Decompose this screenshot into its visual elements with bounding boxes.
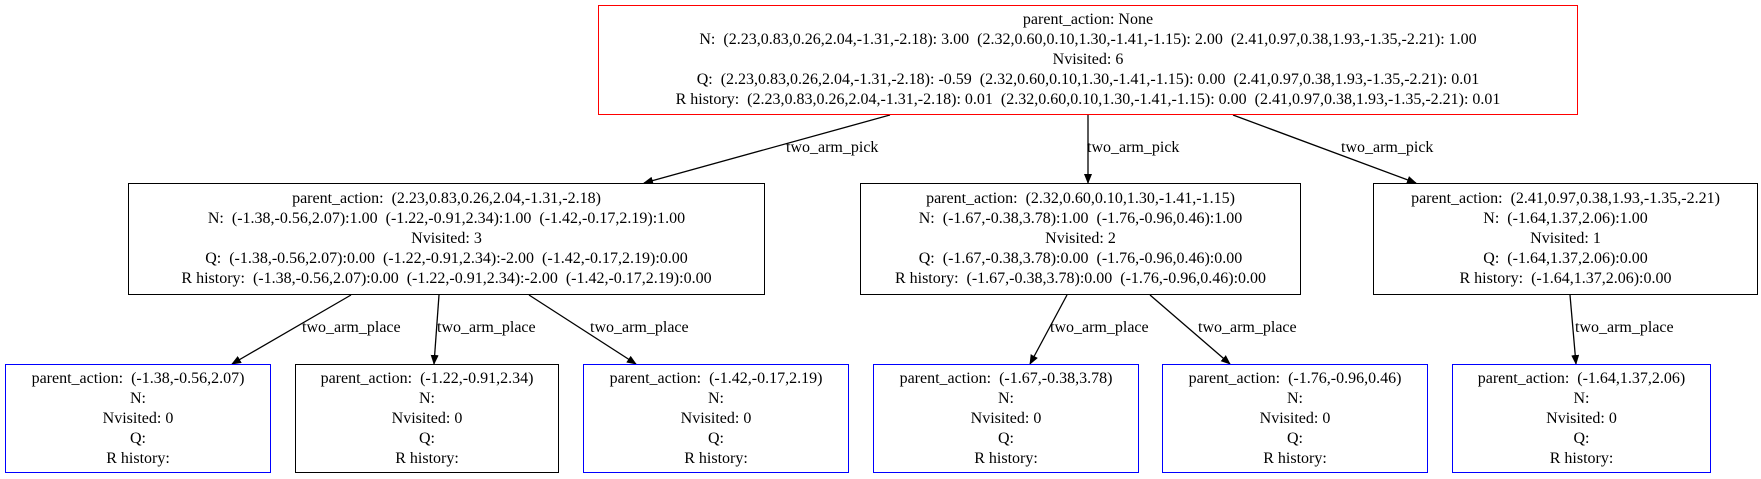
node-q-values: Q: (-1.38,-0.56,2.07):0.00 (-1.22,-0.91,… [205,250,688,267]
tree-node-mid2: parent_action: (2.32,0.60,0.10,1.30,-1.4… [860,183,1301,295]
edge-root-mid3 [1232,114,1417,184]
edge-label-mid1-leaf3: two_arm_place [590,319,689,336]
edge-mid1-leaf2 [430,294,440,365]
node-q-values: Q: [130,429,146,447]
edge-label-mid2-leaf5: two_arm_place [1198,319,1297,336]
edge-root-mid1 [643,114,891,185]
node-nvisited: Nvisited: 0 [1259,409,1331,427]
edge-mid2-leaf4 [1029,294,1068,365]
edge-label-root-mid2: two_arm_pick [1087,139,1180,156]
node-n-values: N: [998,389,1014,407]
node-r-history: R history: [974,449,1038,467]
tree-node-mid3: parent_action: (2.41,0.97,0.38,1.93,-1.3… [1373,183,1758,295]
edge-mid3-leaf6 [1569,294,1580,365]
edge-label-mid1-leaf2: two_arm_place [437,319,536,336]
node-r-history: R history: (-1.38,-0.56,2.07):0.00 (-1.2… [181,270,712,287]
node-q-values: Q: (-1.64,1.37,2.06):0.00 [1483,250,1648,267]
node-n-values: N: (-1.64,1.37,2.06):1.00 [1483,210,1648,227]
node-q-values: Q: [1287,429,1303,447]
edge-mid1-leaf1 [231,294,352,365]
edge-label-mid3-leaf6: two_arm_place [1575,319,1674,336]
tree-node-leaf5: parent_action: (-1.76,-0.96,0.46) N: Nvi… [1162,364,1428,473]
node-n-values: N: [419,389,435,407]
node-q-values: Q: (-1.67,-0.38,3.78):0.00 (-1.76,-0.96,… [918,250,1243,267]
tree-node-leaf6: parent_action: (-1.64,1.37,2.06) N: Nvis… [1452,364,1711,473]
node-nvisited: Nvisited: 0 [391,409,463,427]
node-n-values: N: [708,389,724,407]
node-r-history: R history: (-1.67,-0.38,3.78):0.00 (-1.7… [894,270,1267,287]
node-nvisited: Nvisited: 1 [1530,230,1601,247]
node-parent-action: parent_action: (2.32,0.60,0.10,1.30,-1.4… [926,190,1235,207]
node-n-values: N: [1573,389,1590,407]
node-q-values: Q: (2.23,0.83,0.26,2.04,-1.31,-2.18): -0… [696,71,1480,88]
tree-node-leaf4: parent_action: (-1.67,-0.38,3.78) N: Nvi… [873,364,1139,473]
node-nvisited: Nvisited: 2 [1045,230,1116,247]
tree-node-root: parent_action: None N: (2.23,0.83,0.26,2… [598,5,1578,115]
node-r-history: R history: [395,449,459,467]
node-n-values: N: (-1.38,-0.56,2.07):1.00 (-1.22,-0.91,… [207,210,686,227]
node-r-history: R history: [106,449,170,467]
node-r-history: R history: (2.23,0.83,0.26,2.04,-1.31,-2… [675,91,1501,108]
node-nvisited: Nvisited: 0 [102,409,174,427]
edge-label-mid1-leaf1: two_arm_place [302,319,401,336]
node-nvisited: Nvisited: 3 [411,230,482,247]
node-parent-action: parent_action: (-1.76,-0.96,0.46) [1188,369,1402,387]
tree-node-leaf2: parent_action: (-1.22,-0.91,2.34) N: Nvi… [295,364,559,473]
node-nvisited: Nvisited: 0 [970,409,1042,427]
node-nvisited: Nvisited: 6 [1052,51,1124,68]
node-r-history: R history: [1549,449,1614,467]
node-q-values: Q: [998,429,1014,447]
tree-node-mid1: parent_action: (2.23,0.83,0.26,2.04,-1.3… [128,183,765,295]
node-nvisited: Nvisited: 0 [680,409,752,427]
node-nvisited: Nvisited: 0 [1546,409,1617,427]
node-parent-action: parent_action: (-1.67,-0.38,3.78) [899,369,1113,387]
edge-label-root-mid3: two_arm_pick [1341,139,1434,156]
edge-label-mid2-leaf4: two_arm_place [1050,319,1149,336]
node-q-values: Q: [1573,429,1590,447]
node-parent-action: parent_action: (-1.64,1.37,2.06) [1477,369,1686,387]
node-parent-action: parent_action: (-1.22,-0.91,2.34) [320,369,534,387]
node-q-values: Q: [419,429,435,447]
edge-label-root-mid1: two_arm_pick [786,139,879,156]
node-parent-action: parent_action: (-1.38,-0.56,2.07) [31,369,245,387]
node-r-history: R history: [1263,449,1327,467]
tree-node-leaf1: parent_action: (-1.38,-0.56,2.07) N: Nvi… [5,364,271,473]
edge-mid2-leaf5 [1149,294,1231,365]
node-r-history: R history: (-1.64,1.37,2.06):0.00 [1459,270,1672,287]
tree-node-leaf3: parent_action: (-1.42,-0.17,2.19) N: Nvi… [583,364,849,473]
node-parent-action: parent_action: (2.23,0.83,0.26,2.04,-1.3… [292,190,601,207]
node-q-values: Q: [708,429,724,447]
node-n-values: N: (-1.67,-0.38,3.78):1.00 (-1.76,-0.96,… [918,210,1243,227]
node-n-values: N: (2.23,0.83,0.26,2.04,-1.31,-2.18): 3.… [699,31,1477,48]
node-n-values: N: [130,389,146,407]
edge-mid1-leaf3 [528,294,637,365]
node-parent-action: parent_action: None [1022,11,1154,28]
node-n-values: N: [1287,389,1303,407]
node-parent-action: parent_action: (-1.42,-0.17,2.19) [609,369,823,387]
node-r-history: R history: [684,449,748,467]
node-parent-action: parent_action: (2.41,0.97,0.38,1.93,-1.3… [1411,190,1720,207]
